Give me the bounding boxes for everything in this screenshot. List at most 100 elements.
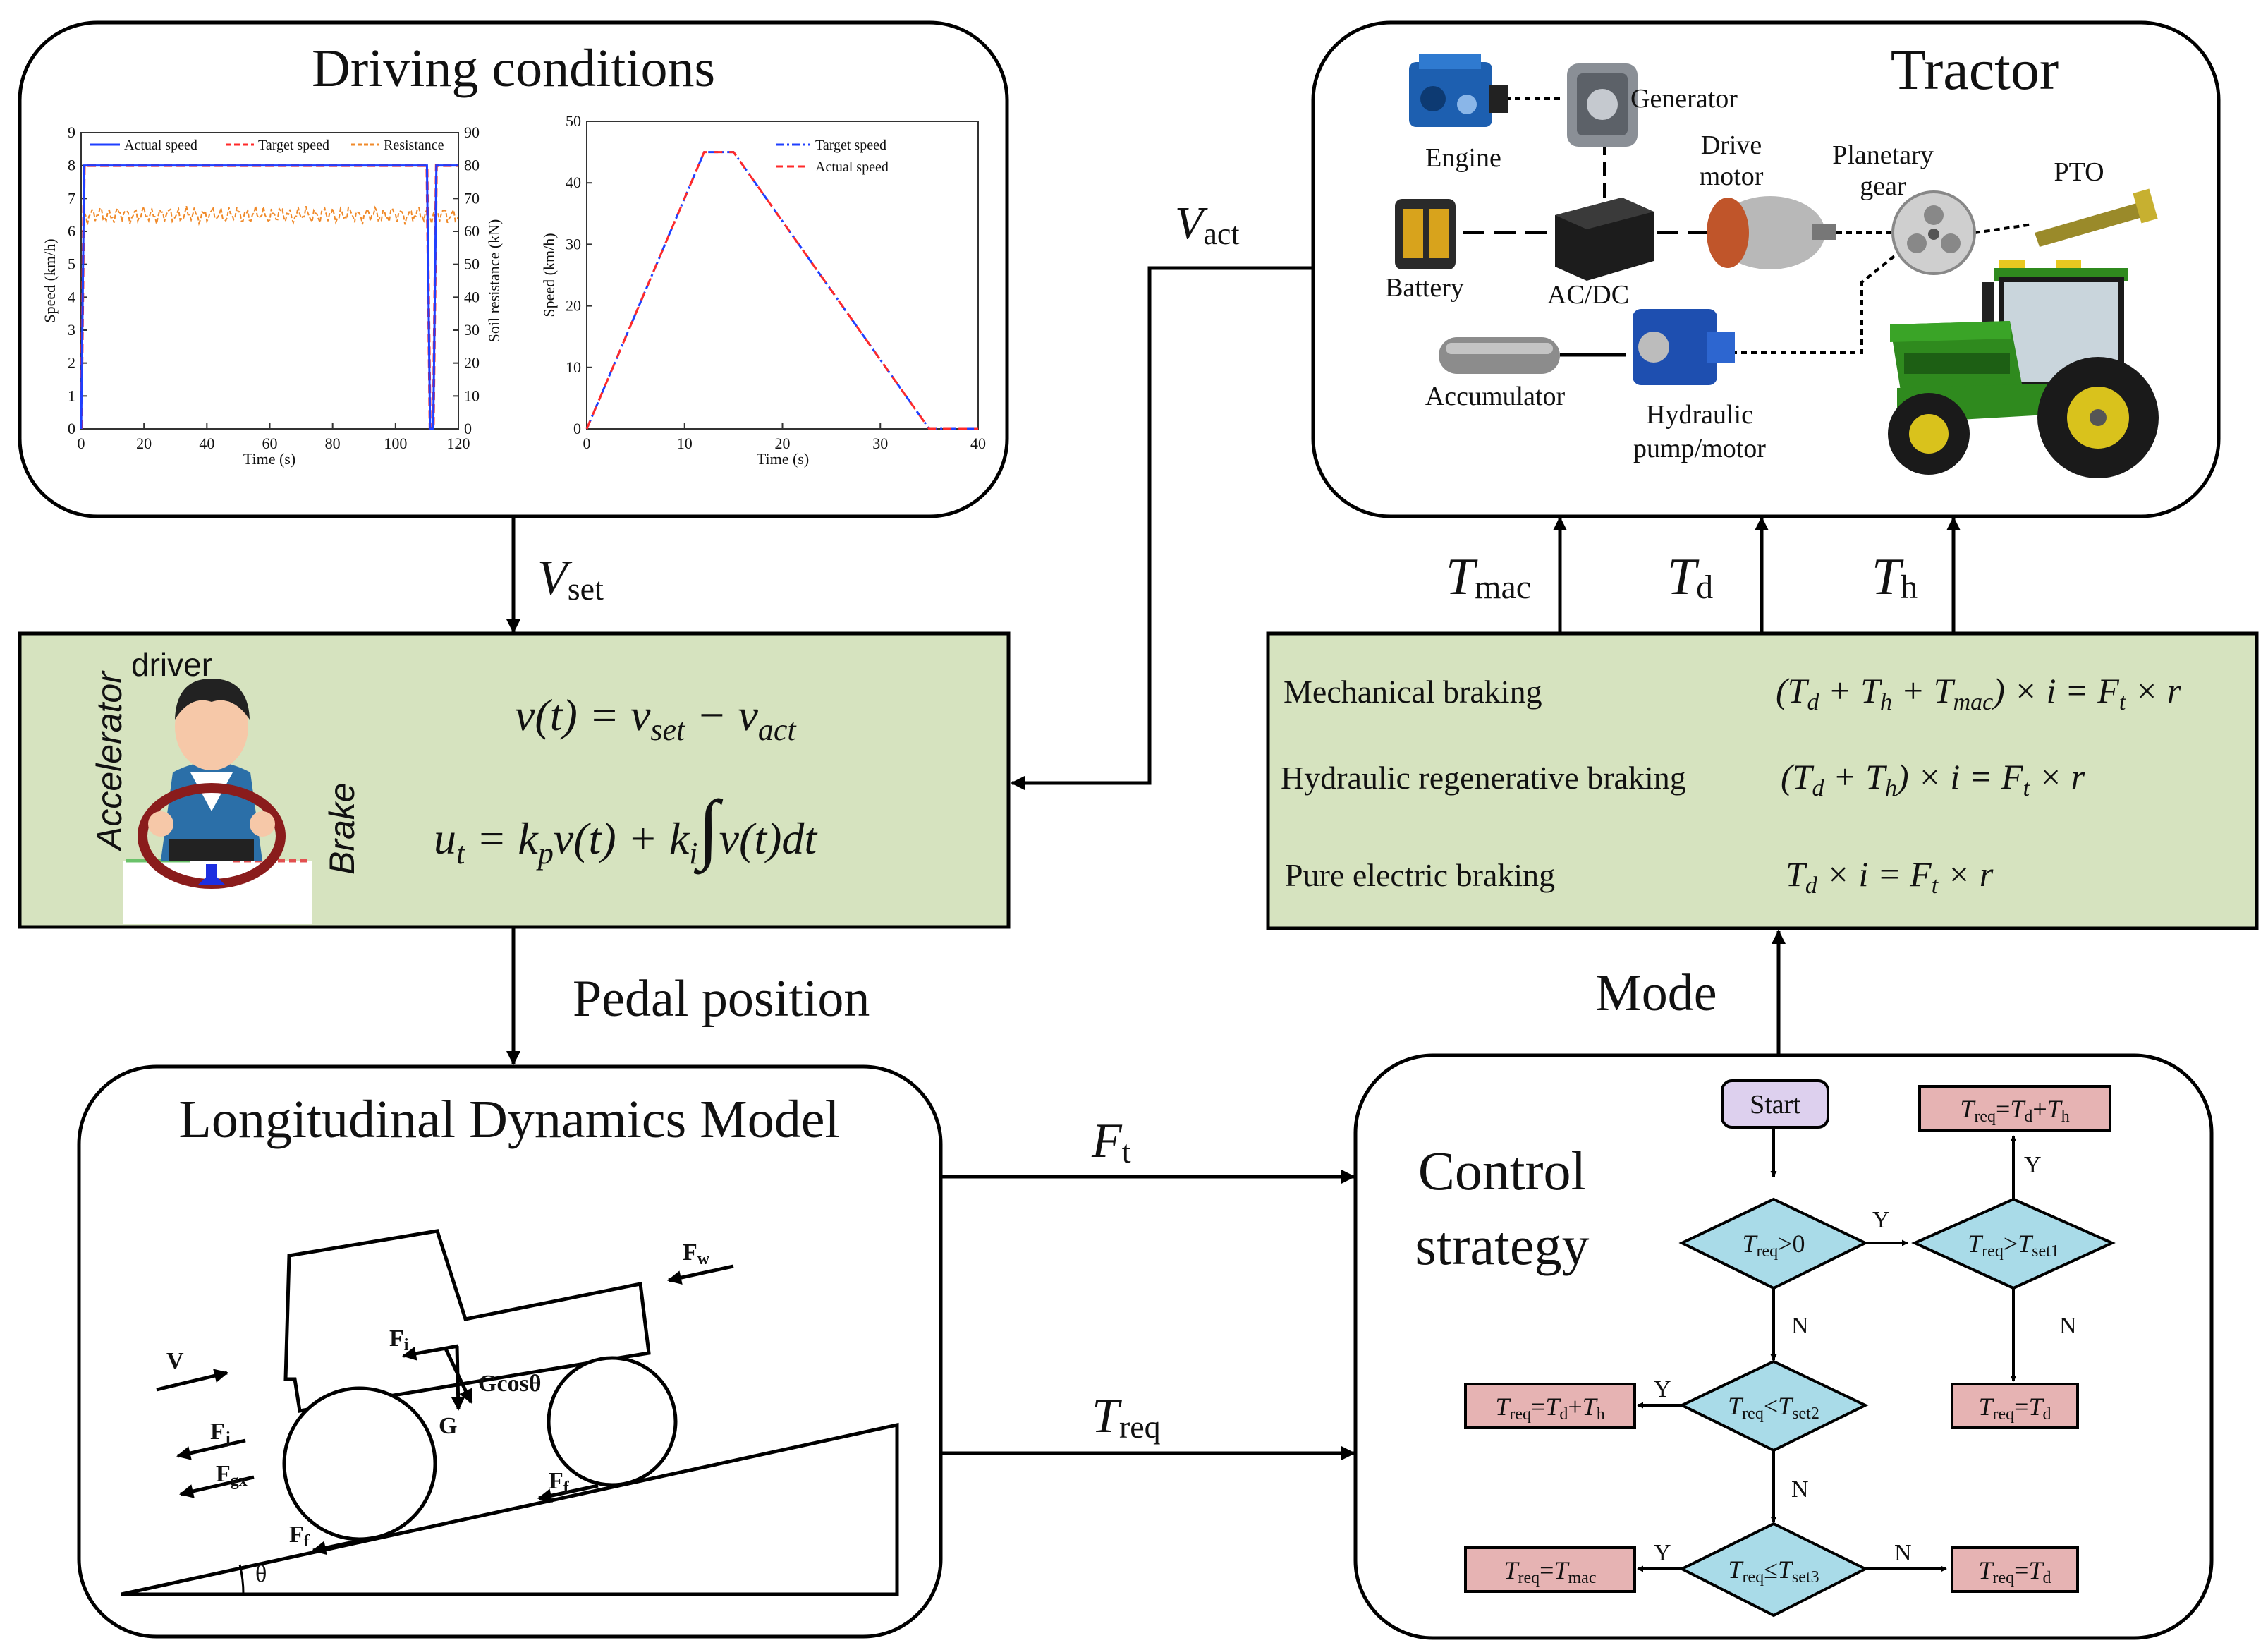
planetary-gear-label-1: Planetary: [1832, 140, 1934, 170]
legend-target-speed-right: Target speed: [815, 138, 886, 153]
chart-right-ytick: 50: [566, 112, 581, 130]
chart-left-ytick-right: 50: [464, 255, 480, 273]
acdc-label: AC/DC: [1547, 280, 1629, 310]
vact-label: Vact: [1175, 198, 1240, 251]
chart-left-ytick: 8: [68, 157, 75, 174]
chart-left-xtick: 100: [384, 435, 407, 452]
electric-braking-eq: Td × i = Ft × r: [1786, 854, 1994, 899]
start-node: [1721, 1079, 1829, 1129]
battery-label: Battery: [1385, 273, 1464, 303]
chart-right-xtick: 30: [872, 435, 888, 452]
driver-model-block: Accelerator driver Brake v(t) = vset − v…: [18, 631, 1011, 929]
pedal-position-label: Pedal position: [573, 970, 870, 1028]
drive-motor-icon: [1707, 196, 1836, 269]
fw-arrow: [667, 1264, 734, 1285]
chart-left-ytick-right: 20: [464, 354, 480, 372]
hydraulic-braking-label: Hydraulic regenerative braking: [1281, 760, 1686, 796]
chart-right-xtick: 40: [970, 435, 986, 452]
chart-left-xtick: 40: [199, 435, 214, 452]
driver-label: driver: [131, 646, 212, 683]
start-label: Start: [1750, 1090, 1800, 1120]
chart-left-ytick-right: 10: [464, 387, 480, 404]
fi-arrow: [402, 1344, 459, 1361]
accelerator-label: Accelerator: [90, 670, 129, 852]
th-label: Th: [1872, 548, 1918, 606]
tractor-panel: Tractor Engine Generator: [1311, 20, 2221, 518]
no-label-3: N: [1791, 1476, 1809, 1503]
output-2-label: Treq=Td: [1978, 1393, 2051, 1424]
legend-actual-speed-right: Actual speed: [815, 159, 889, 175]
braking-modes-box: [1266, 631, 2259, 930]
chart-left-legend: Actual speed Target speed Resistance: [90, 138, 444, 153]
yes-label-4: Y: [1654, 1540, 1671, 1566]
fj-arrow: [176, 1438, 246, 1460]
chart-left-xtick: 120: [447, 435, 470, 452]
decision-treq-positive: [1678, 1197, 1869, 1290]
fgx-arrow: [179, 1475, 255, 1498]
output-5-label: Treq=Td: [1978, 1556, 2051, 1587]
control-title-line1: Control: [1418, 1140, 1586, 1201]
chart-left-ytick-right: 90: [464, 123, 480, 141]
control-strategy-panel: Control strategy Start Treq>0 Treq>Tset1…: [1353, 1053, 2214, 1640]
chart-right-ytick: 10: [566, 358, 581, 376]
gcos-arrow: [444, 1347, 473, 1404]
chart-left-ytick: 2: [68, 354, 75, 372]
chart-right-ytick: 0: [573, 420, 581, 437]
chart-right-ytick: 20: [566, 297, 581, 315]
chart-left-ytick: 1: [68, 387, 75, 404]
hydraulic-pump-icon: [1633, 309, 1735, 385]
chart-left-ytick: 4: [68, 288, 75, 305]
vact-feedback-arrow: [1011, 266, 1313, 790]
treq-label: Treq: [1092, 1389, 1161, 1445]
mode-label: Mode: [1595, 964, 1717, 1022]
chart-left-xtick: 20: [136, 435, 152, 452]
ft-label: Ft: [1091, 1114, 1131, 1170]
accumulator-icon: [1439, 337, 1560, 374]
chart-right-legend: Target speed Actual speed: [776, 138, 889, 175]
output-td-th-left: [1464, 1383, 1636, 1429]
decision-treq-tset1: [1911, 1197, 2116, 1290]
chart-right-xtick: 0: [583, 435, 591, 452]
hydraulic-pump-label-1: Hydraulic: [1646, 400, 1753, 430]
dynamics-title: Longitudinal Dynamics Model: [178, 1090, 839, 1149]
driver-head-icon: [175, 683, 248, 770]
planetary-gear-label-2: gear: [1860, 171, 1906, 201]
tractor-body-sketch: [284, 1229, 651, 1413]
ff-front-arrow: [537, 1484, 599, 1503]
chart-left-ylabel-right: Soil resistance (kN): [485, 219, 503, 343]
gcos-label: Gcosθ: [478, 1371, 542, 1397]
electric-braking-label: Pure electric braking: [1285, 857, 1555, 893]
generator-label: Generator: [1630, 84, 1738, 114]
ff-rear-arrow: [312, 1537, 367, 1555]
chart-left-ylabel: Speed (km/h): [41, 238, 59, 322]
hydraulic-braking-eq: (Td + Th) × i = Ft × r: [1781, 757, 2085, 801]
mechanical-braking-label: Mechanical braking: [1284, 674, 1542, 710]
output-td-bottom: [1951, 1546, 2079, 1593]
v-arrow: [156, 1369, 228, 1392]
yes-label-2: Y: [2024, 1152, 2042, 1178]
chart-left-xlabel: Time (s): [243, 450, 295, 468]
vset-label: Vset: [537, 551, 604, 607]
brake-label: Brake: [322, 782, 362, 875]
theta-label: θ: [255, 1561, 267, 1587]
driver-seat-base: [123, 861, 312, 924]
braking-modes-block: Mechanical braking (Td + Th + Tmac) × i …: [1266, 631, 2259, 930]
chart-right-xlabel: Time (s): [757, 450, 809, 468]
decision-3-label: Treq<Tset2: [1728, 1392, 1819, 1423]
chart-left-xtick: 60: [262, 435, 278, 452]
output-1-label: Treq=Td+Th: [1960, 1095, 2069, 1126]
output-td-right: [1951, 1383, 2079, 1429]
chart-left-ytick: 0: [68, 420, 75, 437]
pto-label: PTO: [2054, 157, 2104, 187]
legend-actual-speed: Actual speed: [124, 138, 197, 153]
front-wheel: [547, 1356, 678, 1487]
chart-left-ytick-right: 0: [464, 420, 472, 437]
v-label: V: [166, 1348, 184, 1374]
chart-right-ylabel: Speed (km/h): [540, 233, 558, 317]
decision-treq-tset3: [1678, 1522, 1869, 1618]
no-label-1: N: [2059, 1313, 2077, 1339]
mechanical-braking-eq: (Td + Th + Tmac) × i = Ft × r: [1776, 671, 2181, 715]
